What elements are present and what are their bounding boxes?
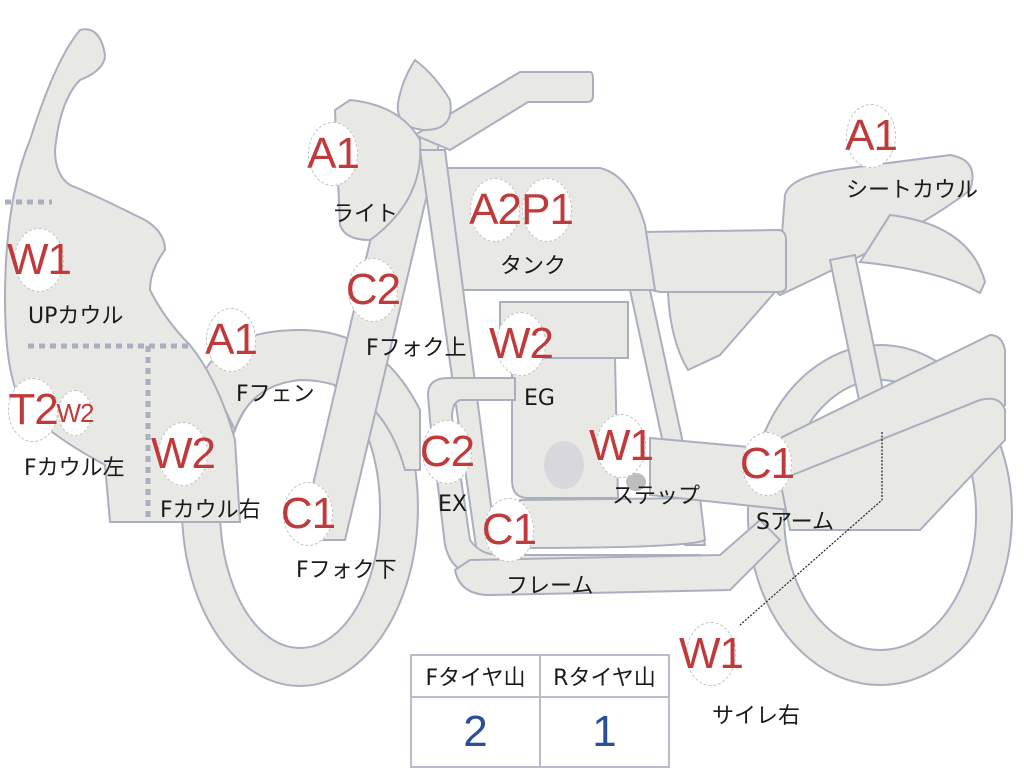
label-up-cowl: UPカウル [28,304,124,329]
frame-bottom-shape [453,518,782,597]
label-seat-cowl: シートカウル [846,178,979,203]
badge-swing-arm: C1 [740,432,795,496]
badge-light: A1 [307,122,360,186]
label-f-fender: Fフェン [236,382,315,407]
badge-f-fork-upper: C2 [346,258,401,322]
tail-fin-shape [858,213,987,295]
badge-tank-a: A2 [469,178,522,242]
badge-exhaust: C2 [420,420,475,484]
front-tire-value: 2 [410,696,541,768]
label-f-fork-upper: Fフォク上 [366,336,467,361]
label-light: ライト [332,202,399,227]
label-step: ステップ [612,484,701,509]
badge-f-fender: A1 [205,308,258,372]
label-frame: フレーム [506,574,594,599]
label-engine: EG [524,386,555,411]
badge-tank-p: P1 [521,178,574,242]
label-f-fork-lower: Fフォク下 [296,558,397,583]
badge-up-cowl: W1 [7,228,72,292]
badge-frame: C1 [482,498,537,562]
engine-cover [544,441,584,489]
badge-step: W1 [589,414,654,478]
side-cover-shape [666,291,778,372]
badge-f-cowl-left-w: W2 [57,390,95,436]
label-swing-arm: Sアーム [756,510,834,535]
muffler-shape [778,397,1006,531]
mirror-shape [396,58,452,132]
step-peg-left [626,473,646,491]
badge-f-fork-lower: C1 [281,482,336,546]
badge-muffler-right: W1 [679,622,744,686]
label-tank: タンク [500,254,567,279]
engine-body-shape [511,357,620,499]
badge-f-cowl-right: W2 [151,422,216,486]
seat-shape [636,228,787,293]
rear-tire-value: 1 [539,696,670,768]
handlebar-shape [412,71,594,152]
label-f-cowl-left: Fカウル左 [24,456,125,481]
front-tire-header: Fタイヤ山 [410,654,541,698]
rear-tire-header: Rタイヤ山 [539,654,670,698]
label-exhaust: EX [438,492,467,517]
badge-f-cowl-left-t: T2 [8,378,59,442]
badge-seat-cowl: A1 [845,104,898,168]
badge-engine: W2 [489,312,554,376]
tire-tread-table: Fタイヤ山 Rタイヤ山 2 1 [410,654,670,768]
label-f-cowl-right: Fカウル右 [160,498,261,523]
label-muffler-right: サイレ右 [712,704,801,729]
step-bar-shape [519,496,707,550]
